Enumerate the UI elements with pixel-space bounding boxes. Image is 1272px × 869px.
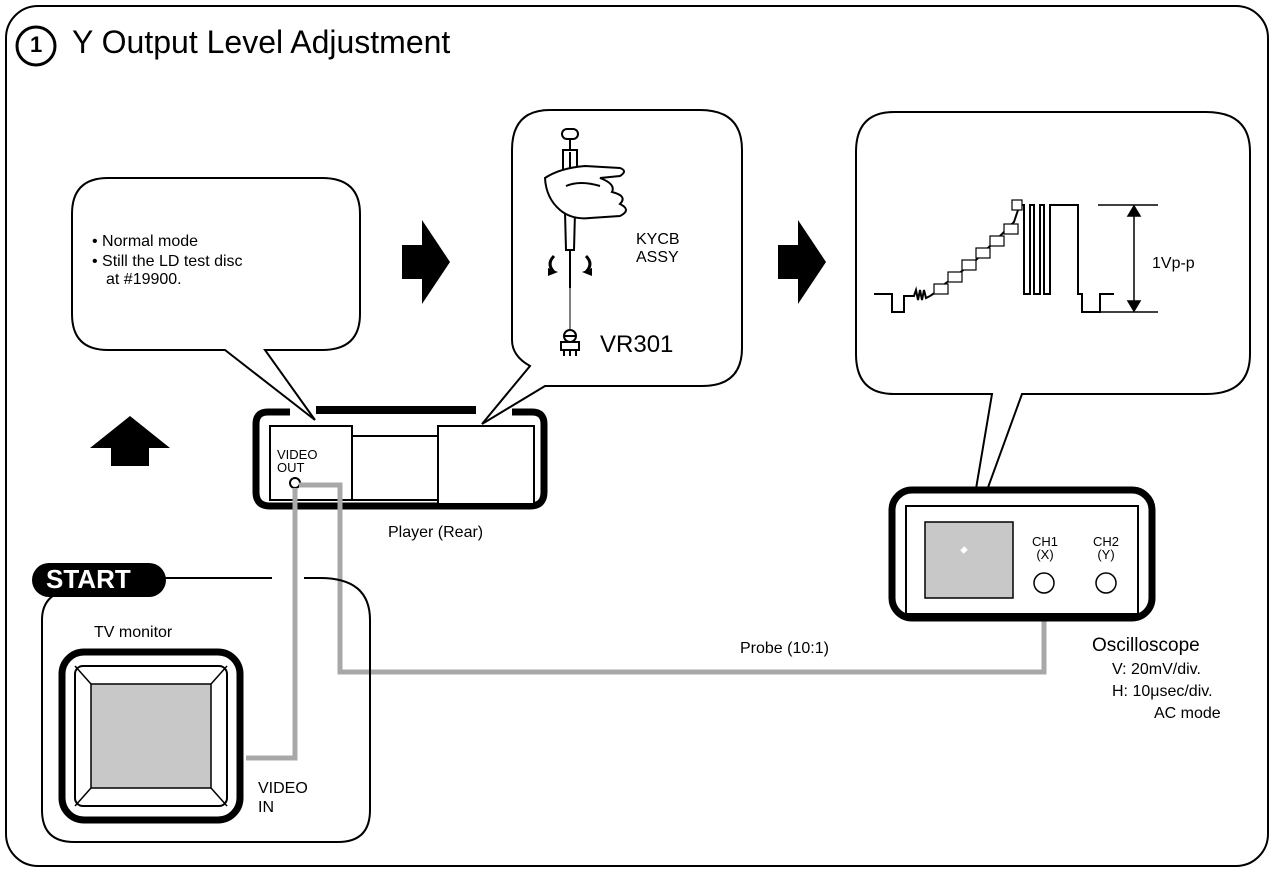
player-jack-label-1: VIDEO xyxy=(277,447,318,462)
outer-frame xyxy=(5,5,1269,867)
flow-arrow-up xyxy=(90,416,170,466)
probe-label: Probe (10:1) xyxy=(740,640,829,657)
page-title: Y Output Level Adjustment xyxy=(72,24,451,60)
note-line-2: • Still the LD test disc xyxy=(92,253,243,270)
control-label: VR301 xyxy=(600,331,674,358)
tv-jack-label-2: IN xyxy=(258,799,274,816)
notes-bubble xyxy=(71,177,361,421)
video-cable xyxy=(246,482,1047,761)
hand-icon xyxy=(543,164,627,220)
adjustment-bubble xyxy=(481,109,743,425)
note-line-3: at #19900. xyxy=(106,271,182,288)
waveform-bubble xyxy=(855,111,1251,549)
player-rear xyxy=(252,406,548,510)
step-number-circle xyxy=(15,25,57,67)
start-badge xyxy=(32,563,166,597)
ch2-jack xyxy=(1095,572,1117,594)
flow-arrow-right-1 xyxy=(402,220,450,304)
oscilloscope-setting-v: V: 20mV/div. xyxy=(1112,661,1201,678)
ch2-label-1: CH2 xyxy=(1092,534,1119,549)
oscilloscope-setting-mode: AC mode xyxy=(1154,705,1221,722)
start-region-outline xyxy=(41,577,371,843)
oscilloscope-setting-h: H: 10μsec/div. xyxy=(1112,683,1213,700)
oscilloscope xyxy=(888,486,1156,622)
waveform-steps xyxy=(933,199,1023,295)
step-number: 1 xyxy=(30,32,43,57)
tv-monitor xyxy=(58,648,244,824)
amplitude-label: 1Vp-p xyxy=(1152,255,1195,272)
part-label-line-2: ASSY xyxy=(636,249,679,266)
ch1-jack xyxy=(1033,572,1055,594)
ch1-label-2: (X) xyxy=(1036,547,1054,562)
ch1-label-1: CH1 xyxy=(1031,534,1058,549)
player-jack-label-2: OUT xyxy=(277,460,305,475)
flow-arrow-right-2 xyxy=(778,220,826,304)
tv-jack-label-1: VIDEO xyxy=(258,780,308,797)
note-line-1: • Normal mode xyxy=(92,233,199,250)
potentiometer-icon xyxy=(560,288,580,356)
oscilloscope-label: Oscilloscope xyxy=(1092,635,1200,656)
tv-label: TV monitor xyxy=(94,624,173,641)
start-label: START xyxy=(46,564,131,594)
ch2-label-2: (Y) xyxy=(1097,547,1115,562)
amplitude-marker xyxy=(1098,204,1158,313)
part-label-line-1: KYCB xyxy=(636,231,680,248)
player-label: Player (Rear) xyxy=(388,524,484,541)
